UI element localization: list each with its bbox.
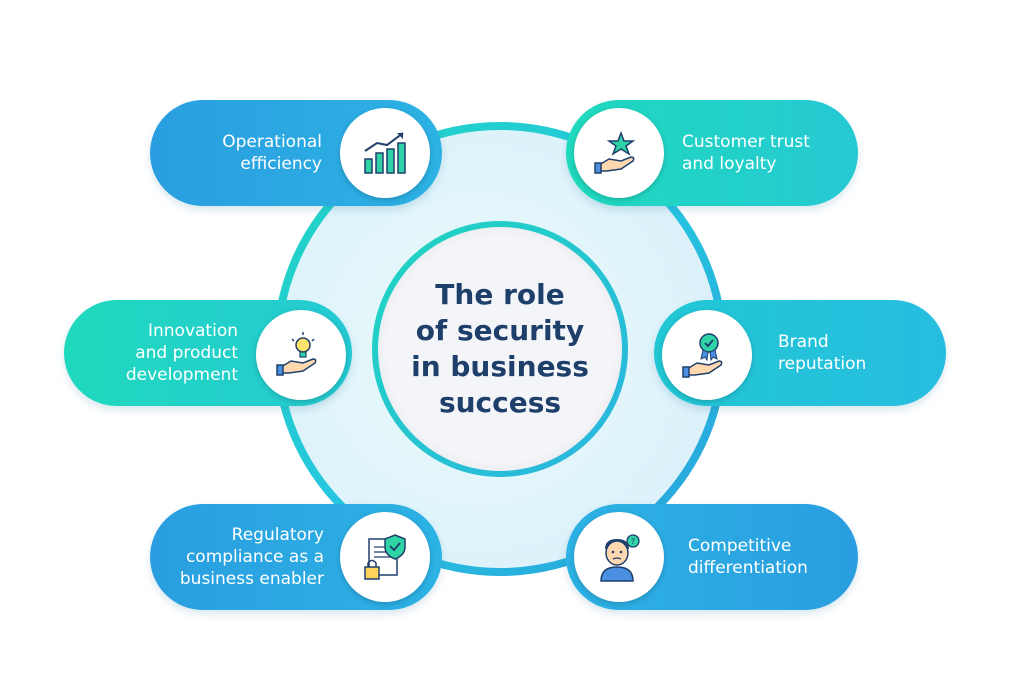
center-title: The role of security in business success bbox=[411, 278, 589, 419]
growth-chart-icon bbox=[340, 108, 430, 198]
pill-label: Innovation and product development bbox=[125, 321, 238, 385]
svg-text:?: ? bbox=[631, 537, 635, 546]
pill-label: Operational efficiency bbox=[222, 132, 322, 174]
center-circle: The role of security in business success bbox=[378, 227, 622, 471]
hand-award-icon bbox=[662, 310, 752, 400]
hand-star-icon bbox=[574, 108, 664, 198]
document-shield-lock-icon bbox=[340, 512, 430, 602]
thinking-person-icon: ? bbox=[574, 512, 664, 602]
pill-label: Competitive differentiation bbox=[688, 536, 808, 578]
pill-label: Customer trust and loyalty bbox=[682, 132, 810, 174]
pill-label: Regulatory compliance as a business enab… bbox=[179, 525, 324, 589]
pill-label: Brand reputation bbox=[778, 332, 867, 374]
hand-lightbulb-icon bbox=[256, 310, 346, 400]
